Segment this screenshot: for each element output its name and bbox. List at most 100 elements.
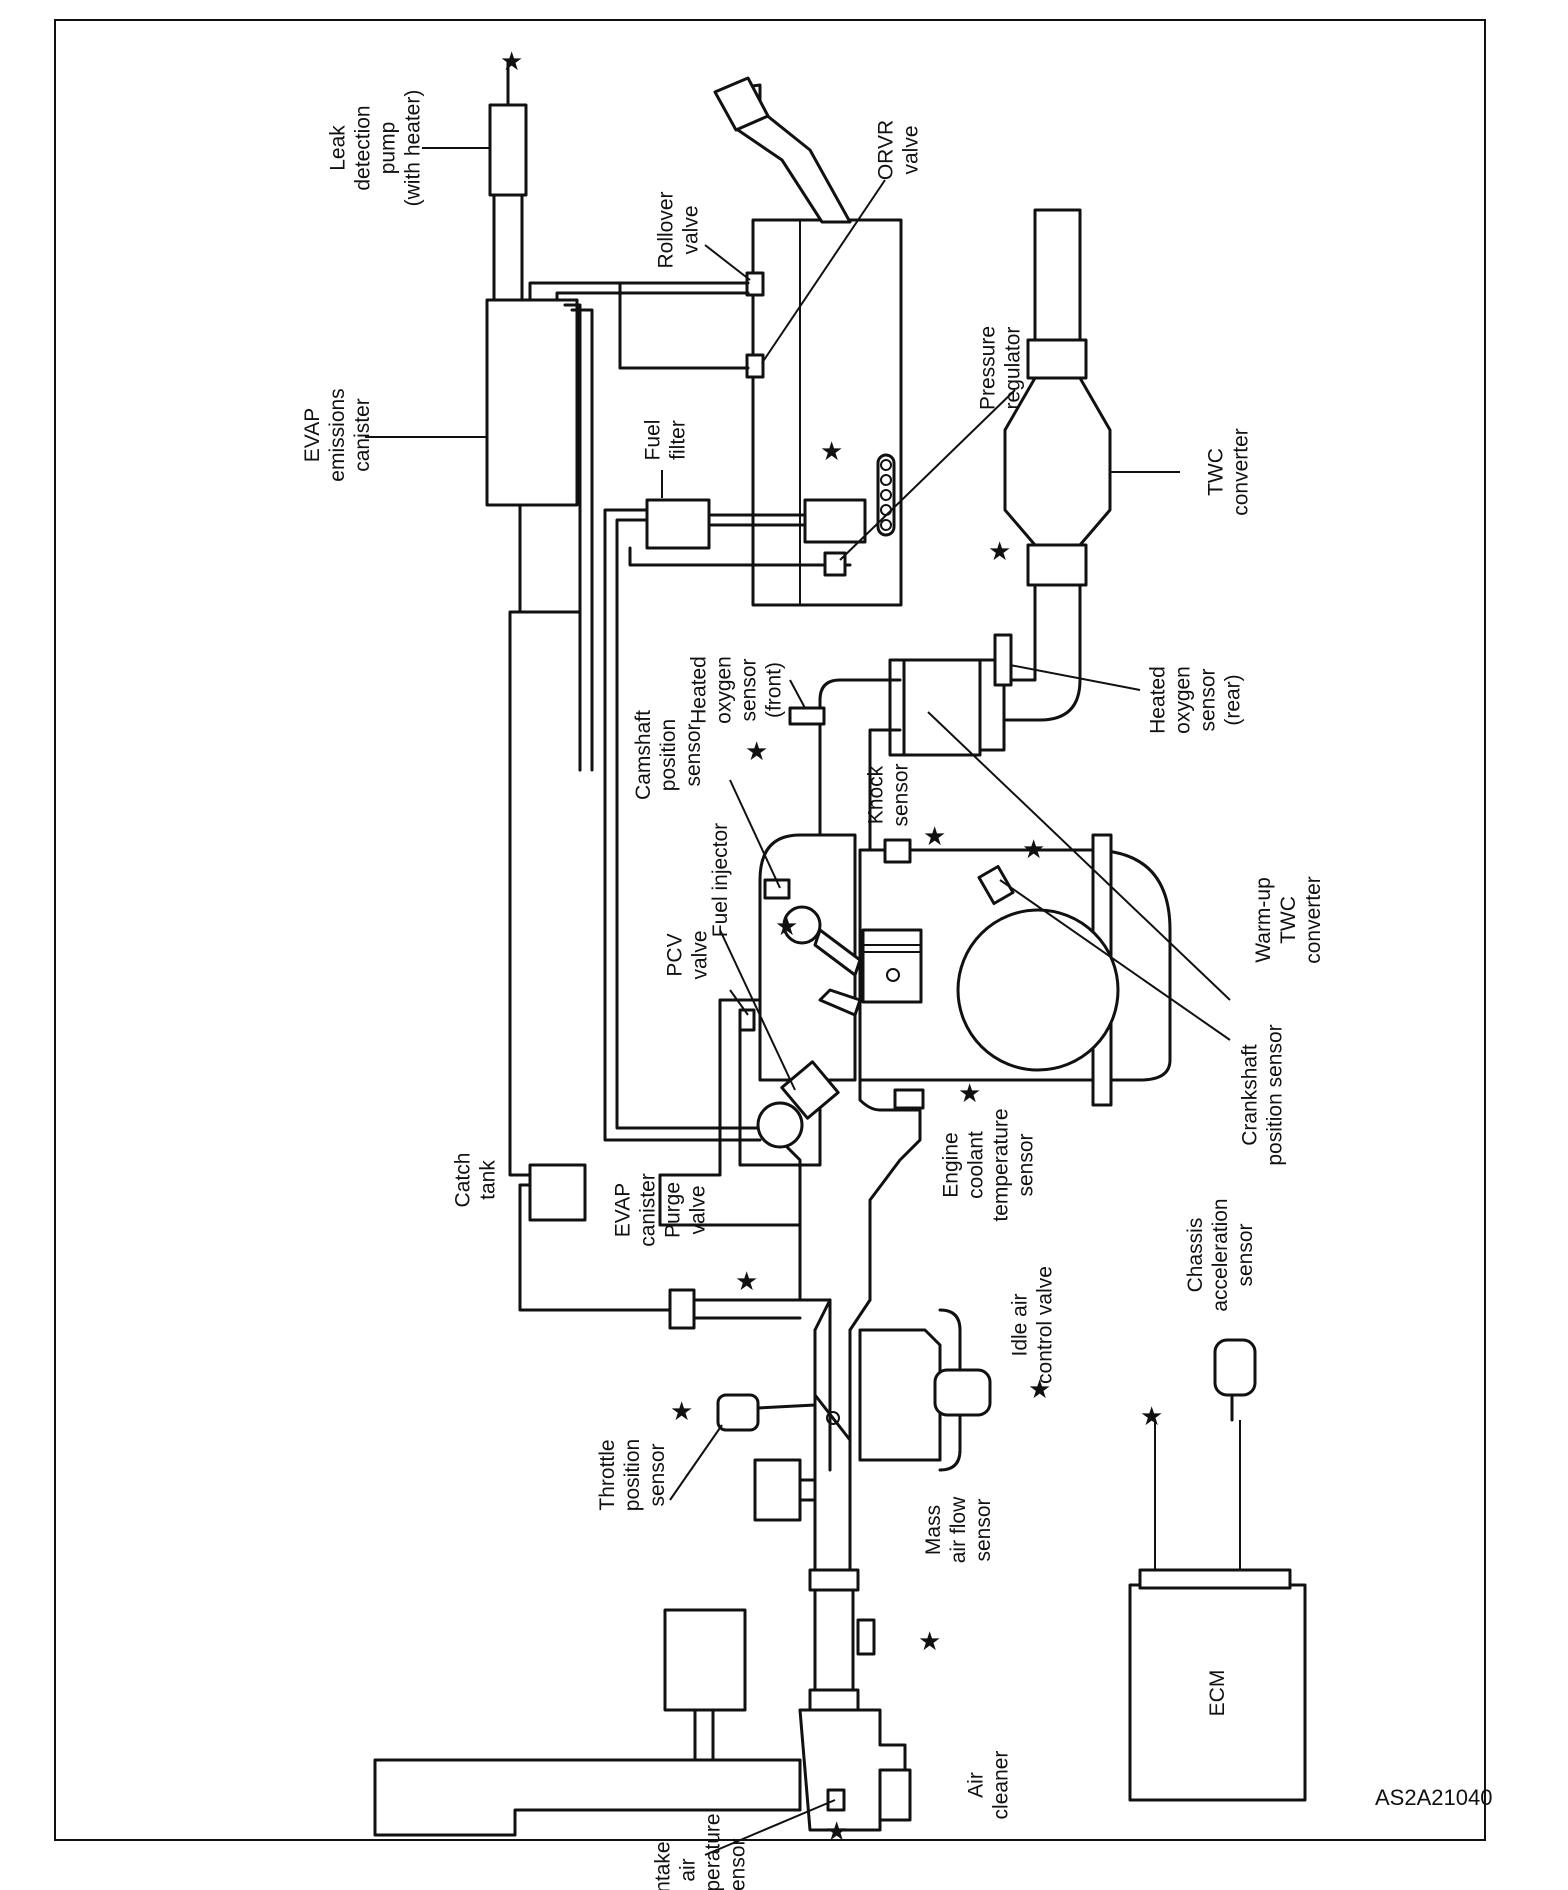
svg-text:★: ★	[820, 436, 843, 466]
label-line: coolant	[965, 1131, 988, 1199]
label-line: canister	[637, 1173, 660, 1247]
label-line: control valve	[1034, 1266, 1057, 1384]
label-line: Heated	[1147, 666, 1170, 734]
piston	[861, 928, 923, 1004]
label-line: sensor	[1234, 1223, 1257, 1286]
label-line: sensor	[1015, 1133, 1038, 1196]
o2-rear-body	[993, 633, 1013, 687]
maf-sensor-body	[856, 1618, 876, 1656]
label-line: Throttle	[596, 1439, 619, 1510]
label-line: pump	[377, 122, 400, 175]
rollover-valve-body	[745, 271, 765, 297]
label-line: sensor	[890, 763, 913, 826]
svg-text:★: ★	[1140, 1401, 1163, 1431]
fuel-pump-body	[803, 498, 867, 544]
ecm-connection-stars: ★ ★ ★ ★ ★ ★ ★ ★ ★ ★ ★ ★ ★ ★	[500, 46, 1163, 1846]
engine-block	[758, 833, 1172, 1107]
label-line: ORVR	[875, 120, 898, 180]
label-line: sensor	[682, 723, 705, 786]
throttle-sensor-body	[716, 1393, 760, 1432]
label-line: converter	[1230, 428, 1253, 516]
label-line: converter	[1302, 876, 1325, 964]
exhaust-system	[818, 208, 1112, 902]
evap-canister-body	[485, 298, 579, 507]
label-line: ECM	[1206, 1670, 1229, 1717]
intake-plenum-circle	[756, 1101, 804, 1149]
label-line: TWC	[1277, 896, 1300, 944]
label-line: PCV	[664, 933, 687, 976]
label-line: Camshaft	[632, 710, 655, 800]
warmup-twc-body	[898, 658, 982, 757]
label-line: Intake	[652, 1841, 675, 1890]
o2-front-body	[788, 706, 826, 726]
label-line: Fuel	[642, 420, 665, 461]
label-line: Leak	[327, 125, 350, 171]
pressure-regulator-body	[823, 551, 847, 577]
svg-text:★: ★	[988, 536, 1011, 566]
label-line: Heated	[688, 656, 711, 724]
label-line: Warm-up	[1252, 877, 1275, 963]
label-line: acceleration	[1209, 1198, 1232, 1311]
label-line: emissions	[326, 388, 349, 481]
svg-text:★: ★	[775, 911, 798, 941]
crankshaft-sensor-body	[977, 865, 1015, 905]
svg-text:★: ★	[735, 1266, 758, 1296]
page-border	[54, 19, 1486, 1841]
label-line: position	[621, 1439, 644, 1511]
coolant-sensor-body	[893, 1088, 925, 1110]
svg-text:★: ★	[500, 46, 523, 76]
label-ecm: ECM	[1206, 1670, 1229, 1717]
label-line: filter	[667, 420, 690, 460]
pcv-valve-body	[738, 1008, 756, 1032]
label-line: temperature	[702, 1813, 725, 1890]
svg-text:★: ★	[918, 1626, 941, 1656]
leader-lines	[365, 147, 1231, 1856]
figure-id: AS2A21040	[1375, 1785, 1492, 1810]
label-line: sensor	[646, 1443, 669, 1506]
leak-detection-pump	[488, 60, 528, 302]
purge-valve-body	[668, 1288, 696, 1330]
label-line: position sensor	[1264, 1024, 1287, 1165]
label-line: Catch	[452, 1153, 475, 1208]
label-line: valve	[900, 125, 923, 174]
label-line: cleaner	[990, 1751, 1013, 1820]
label-line: tank	[477, 1160, 500, 1200]
chassis-sensor-body	[1213, 1338, 1257, 1397]
label-line: Crankshaft	[1239, 1044, 1262, 1146]
label-line: canister	[351, 398, 374, 472]
label-line: oxygen	[713, 656, 736, 724]
svg-text:★: ★	[670, 1396, 693, 1426]
label-line: regulator	[1002, 327, 1025, 410]
fuel-filter-body	[645, 498, 711, 550]
label-line: Mass	[922, 1505, 945, 1555]
intake-duct	[373, 1078, 992, 1837]
ecm-box	[1128, 1583, 1307, 1802]
label-line: Chassis	[1184, 1218, 1207, 1293]
label-line: detection	[352, 105, 375, 190]
label-line: (rear)	[1222, 674, 1245, 725]
label-line: temperature	[990, 1108, 1013, 1221]
label-line: sensor	[738, 658, 761, 721]
label-line: EVAP	[612, 1183, 635, 1237]
label-line: Air	[965, 1772, 988, 1798]
svg-text:★: ★	[958, 1078, 981, 1108]
label-line: air	[677, 1858, 700, 1881]
label-line: valve	[687, 1185, 710, 1234]
label-line: Knock	[865, 765, 888, 824]
